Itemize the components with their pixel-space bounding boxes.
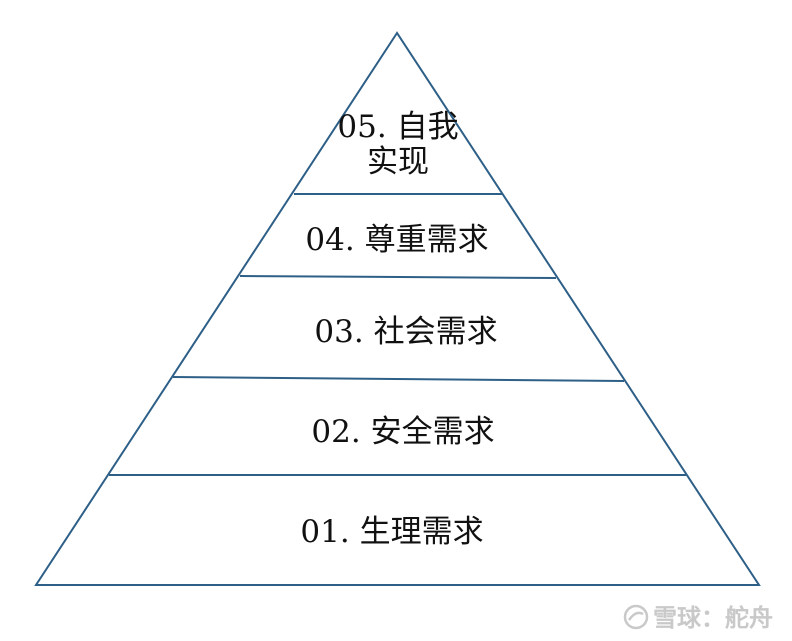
level-01-label: 01. 生理需求 (300, 514, 483, 550)
level-05-label-line1: 05. 自我 (337, 109, 458, 145)
level-04-label: 04. 尊重需求 (305, 222, 488, 258)
divider-03-02 (172, 376, 625, 382)
pyramid-outline (34, 31, 761, 586)
divider-04-03 (239, 275, 557, 279)
watermark: 雪球：舵舟 (623, 604, 773, 632)
level-03-label: 03. 社会需求 (314, 314, 497, 350)
watermark-text: 雪球：舵舟 (653, 604, 773, 632)
level-05-label-line2: 实现 (367, 144, 429, 180)
level-02-label: 02. 安全需求 (311, 414, 494, 450)
xueqiu-logo-icon (623, 604, 649, 630)
